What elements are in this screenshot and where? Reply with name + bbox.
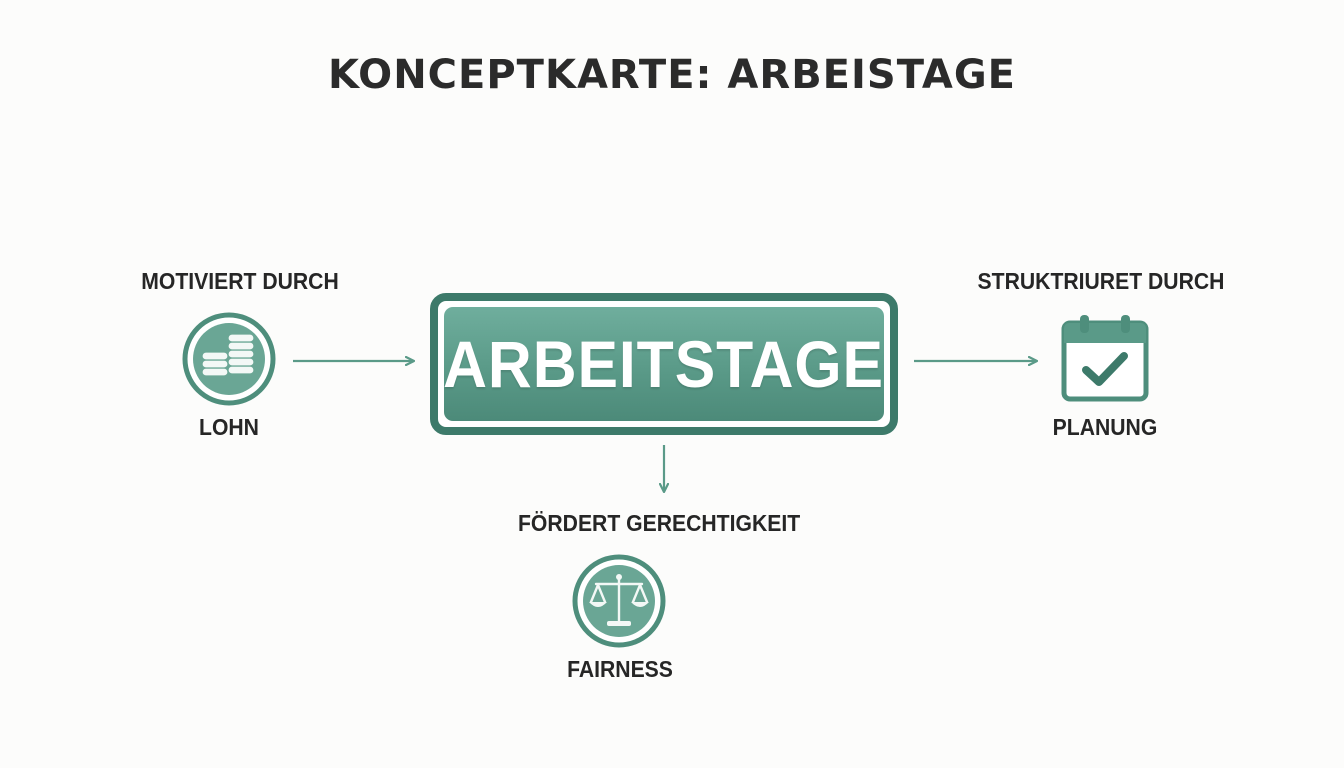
central-concept-node: ARBEITSTAGE bbox=[430, 293, 898, 435]
relation-label-bottom: FÖRDERT GERECHTIGKEIT bbox=[518, 510, 801, 536]
diagram-title: KONCEPTKARTE: ARBEISTAGE bbox=[327, 52, 1016, 98]
coins-icon bbox=[180, 310, 278, 408]
node-label-fairness: FAIRNESS bbox=[567, 656, 673, 682]
node-label-lohn: LOHN bbox=[199, 414, 259, 440]
central-concept-fill: ARBEITSTAGE bbox=[444, 307, 884, 421]
relation-label-right: STRUKTRIURET DURCH bbox=[977, 268, 1225, 294]
calendar-check-icon bbox=[1058, 311, 1152, 403]
scales-icon bbox=[570, 552, 668, 650]
relation-label-left: MOTIVIERT DURCH bbox=[141, 268, 339, 294]
node-label-planung: PLANUNG bbox=[1052, 414, 1158, 440]
central-concept-label: ARBEITSTAGE bbox=[443, 327, 885, 401]
